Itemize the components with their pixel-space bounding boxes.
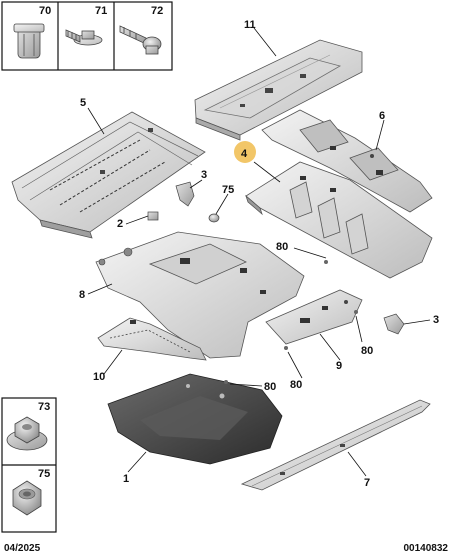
hex-nut-icon xyxy=(12,480,42,516)
part-6-bracket-panel xyxy=(261,109,433,213)
callout-9: 9 xyxy=(336,360,342,372)
fastener-number-70: 70 xyxy=(39,5,51,17)
highlight-marker xyxy=(234,141,256,163)
fastener-80-markers xyxy=(224,260,358,384)
fastener-number-73: 73 xyxy=(38,401,50,413)
callout-4: 4 xyxy=(241,148,248,160)
part-75-nut-in-diagram xyxy=(208,213,220,223)
fastener-number-72: 72 xyxy=(151,5,163,17)
callout-5: 5 xyxy=(80,97,86,109)
callout-1: 1 xyxy=(123,473,129,485)
fastener-panel-left: 73 75 xyxy=(1,397,57,533)
part-1-engine-undershield xyxy=(107,373,283,465)
callout-80-c: 80 xyxy=(290,379,302,391)
callout-3-lower: 3 xyxy=(433,314,439,326)
fastener-panel-top: 70 71 72 xyxy=(1,1,173,71)
callout-10: 10 xyxy=(93,371,105,383)
fastener-number-71: 71 xyxy=(95,5,107,17)
callout-3-upper: 3 xyxy=(201,169,207,181)
push-clip-icon xyxy=(13,23,45,59)
callout-2: 2 xyxy=(117,218,123,230)
part-3-clip-lower xyxy=(383,313,405,335)
part-4-central-underbody-panel xyxy=(245,161,433,279)
part-5-left-floor-panel xyxy=(11,111,206,239)
part-10-front-bracket xyxy=(97,317,207,361)
screw-washer-icon xyxy=(65,29,103,46)
part-7-side-rail xyxy=(240,399,431,491)
fastener-number-75: 75 xyxy=(38,468,50,480)
callout-80-d: 80 xyxy=(264,381,276,393)
callout-80-b: 80 xyxy=(361,345,373,357)
callout-11: 11 xyxy=(244,19,256,31)
part-11-rear-underbody-panel xyxy=(194,39,363,141)
callout-7: 7 xyxy=(364,477,370,489)
part-3-clip-upper xyxy=(175,181,195,207)
callout-leaders xyxy=(87,27,431,477)
flange-nut-icon xyxy=(6,416,48,451)
callout-80-a: 80 xyxy=(276,241,288,253)
callout-6: 6 xyxy=(379,110,385,122)
part-2-clip xyxy=(147,211,159,221)
stud-bolt-icon xyxy=(119,25,162,55)
footer-reference: 00140832 xyxy=(403,543,449,554)
callout-8: 8 xyxy=(79,289,85,301)
part-8-main-floor-panel xyxy=(95,231,305,359)
callout-75: 75 xyxy=(222,184,234,196)
footer-date: 04/2025 xyxy=(4,543,41,554)
